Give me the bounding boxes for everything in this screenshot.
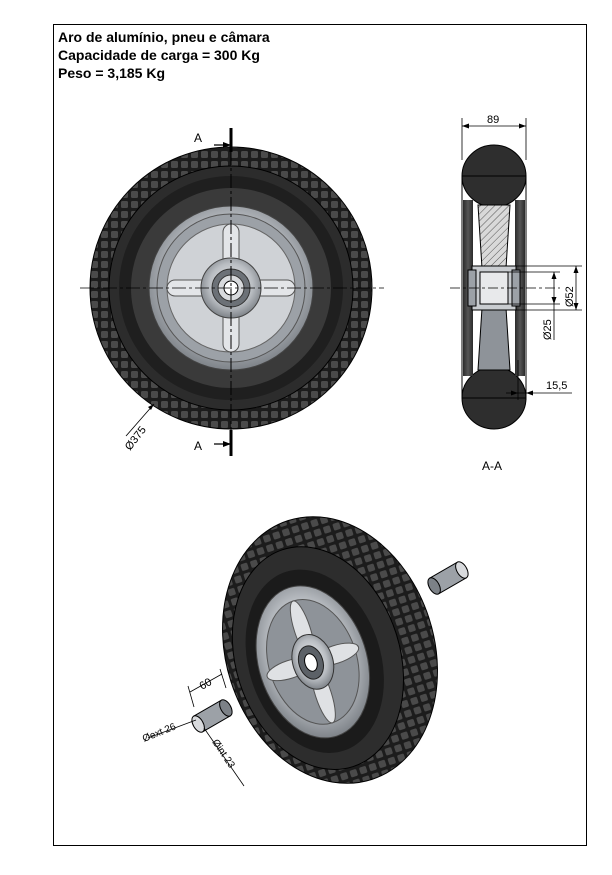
title-line-3: Peso = 3,185 Kg <box>58 65 166 81</box>
section-view-a-a: 89 Ø52 Ø25 15,5 A-A <box>450 114 582 473</box>
axle-piece-left <box>191 699 233 733</box>
width-dimension-label: 89 <box>487 114 499 126</box>
axle-piece-right <box>427 561 469 595</box>
isometric-wheel: 60 Øext 26 Øint 23 <box>141 516 469 787</box>
axle-inner-diameter-label: Øint 23 <box>210 738 237 771</box>
axle-outer-diameter-label: Øext 26 <box>141 721 178 744</box>
title-block: Aro de alumínio, pneu e câmara Capacidad… <box>58 28 270 82</box>
title-line-2: Capacidade de carga = 300 Kg <box>58 47 260 63</box>
section-marker-bottom: A <box>194 439 202 453</box>
offset-dimension-label: 15,5 <box>546 380 567 392</box>
title-line-1: Aro de alumínio, pneu e câmara <box>58 29 270 45</box>
hub-diameter-label: Ø52 <box>564 286 576 307</box>
wheel-diameter-label: Ø375 <box>123 424 149 453</box>
front-view-wheel: A A Ø375 <box>80 128 384 456</box>
section-view-label: A-A <box>482 459 502 473</box>
axle-length-label: 60 <box>198 676 215 693</box>
bore-diameter-label: Ø25 <box>542 319 554 340</box>
section-marker-top: A <box>194 131 202 145</box>
